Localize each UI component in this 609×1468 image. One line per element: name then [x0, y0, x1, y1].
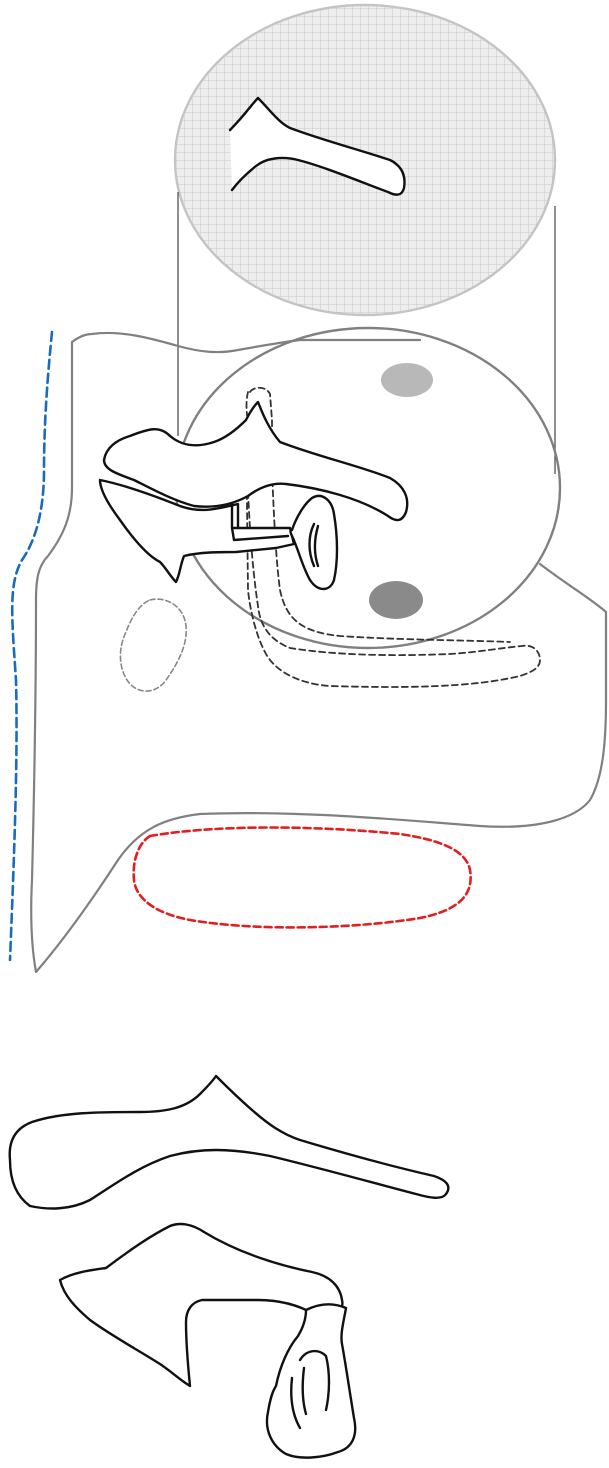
gray-dashed-region	[120, 599, 186, 691]
detail-lower-shape	[267, 1304, 355, 1457]
body-outline	[31, 333, 606, 972]
spot-dark	[369, 581, 423, 619]
grid-detail-ellipse	[175, 5, 555, 315]
detail-upper-shape	[10, 1076, 449, 1208]
jaw-structure	[100, 402, 407, 589]
ear-outer-shape	[291, 496, 338, 589]
blue-dashed-profile	[10, 332, 52, 960]
detail-outline	[10, 1076, 449, 1458]
red-dashed-region	[134, 828, 471, 928]
spot-light	[381, 363, 433, 397]
overview-illustration	[10, 5, 606, 972]
